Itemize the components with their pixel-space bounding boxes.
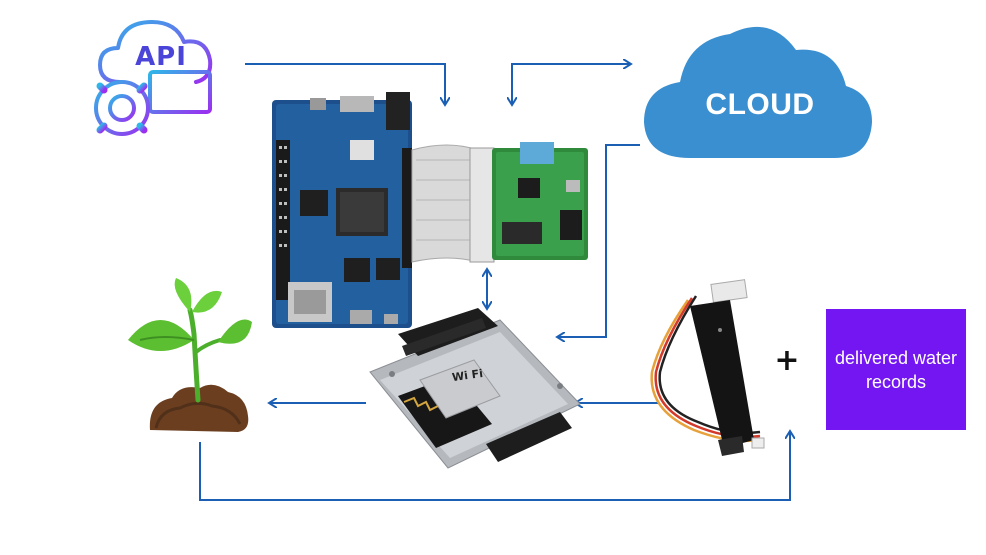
plus-sign: + — [774, 343, 800, 378]
arrow-api-to-board — [245, 63, 445, 104]
api-label: API — [135, 42, 187, 72]
delivered-water-records-box: delivered water records — [826, 309, 966, 430]
arrow-plant-to-records — [199, 432, 790, 501]
cloud-label: CLOUD — [705, 88, 815, 121]
arrow-cloud-to-wifi — [558, 144, 640, 337]
delivered-water-records-label: delivered water records — [834, 347, 958, 392]
